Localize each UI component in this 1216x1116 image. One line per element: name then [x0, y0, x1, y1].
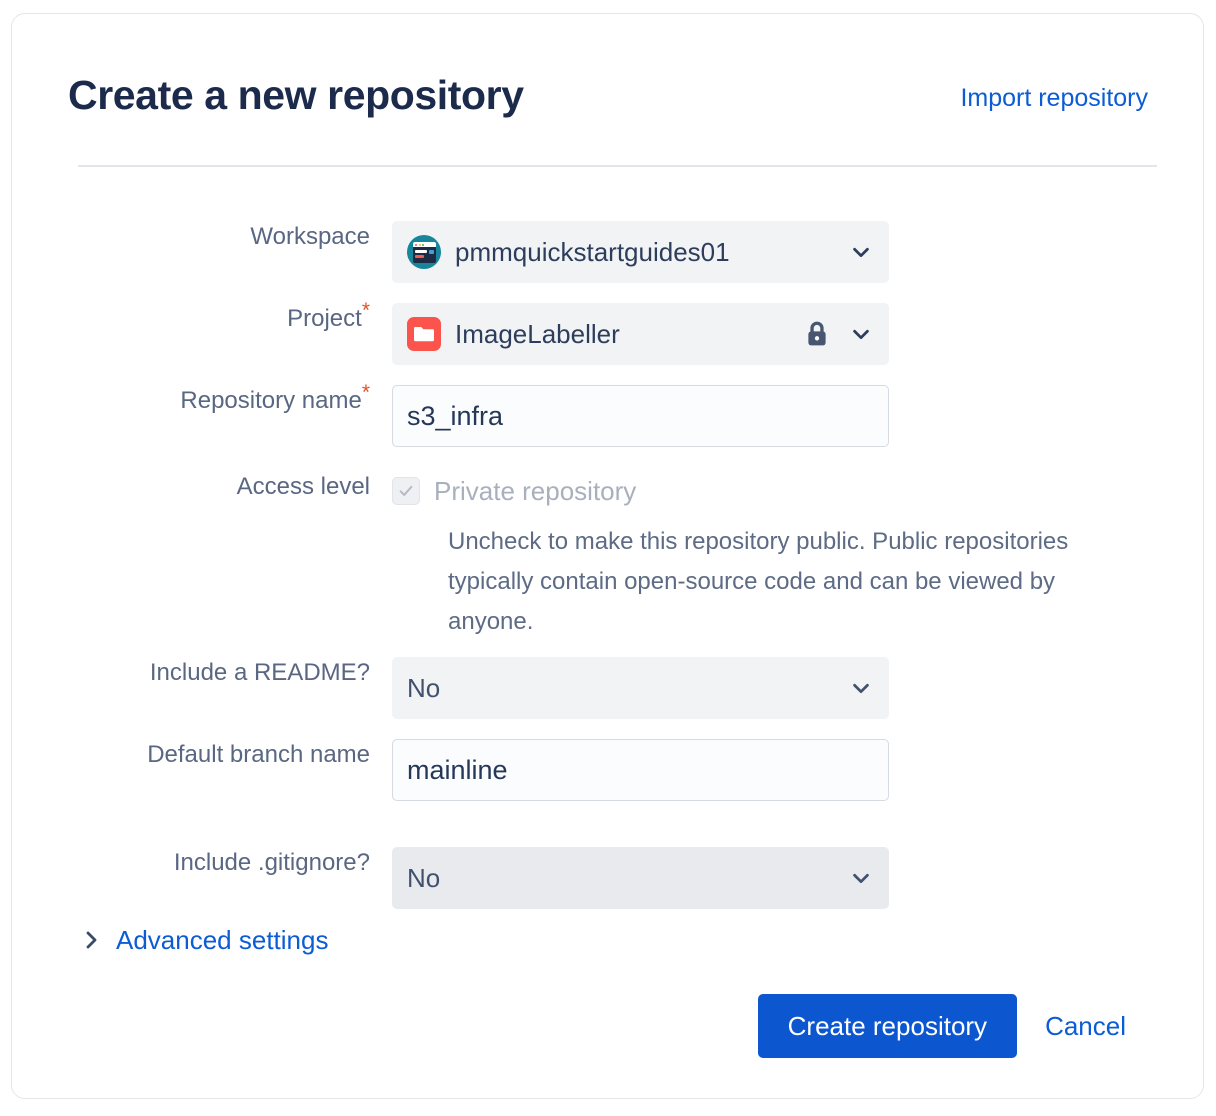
- create-repository-card: Create a new repository Import repositor…: [11, 13, 1204, 1099]
- advanced-settings-label: Advanced settings: [116, 925, 329, 955]
- default-branch-name-field[interactable]: [392, 739, 889, 801]
- chevron-down-icon: [853, 873, 869, 884]
- advanced-settings-toggle[interactable]: Advanced settings: [84, 922, 328, 958]
- workspace-select[interactable]: pmmquickstartguides01: [392, 221, 889, 283]
- form-row-include-gitignore: Include .gitignore? No: [68, 847, 1148, 909]
- default-branch-name-label: Default branch name: [147, 741, 370, 768]
- form-row-project: Project* ImageLabeller: [68, 300, 1148, 365]
- folder-icon: [407, 317, 441, 351]
- include-gitignore-value: No: [407, 863, 441, 893]
- form-row-repository-name: Repository name*: [68, 382, 1148, 447]
- workspace-control: pmmquickstartguides01: [392, 221, 889, 283]
- check-icon: [399, 485, 413, 496]
- chevron-down-icon: [853, 329, 869, 340]
- repository-name-required-mark: *: [361, 381, 370, 404]
- import-repository-link[interactable]: Import repository: [960, 84, 1148, 112]
- project-required-mark: *: [361, 299, 370, 322]
- default-branch-name-input[interactable]: [407, 753, 874, 787]
- include-readme-control: No: [392, 657, 889, 719]
- project-control: ImageLabeller: [392, 303, 889, 365]
- page-title: Create a new repository: [68, 72, 524, 118]
- workspace-avatar-icon: [407, 235, 441, 269]
- include-readme-label: Include a README?: [149, 659, 370, 686]
- cancel-button[interactable]: Cancel: [1039, 994, 1132, 1058]
- form-row-default-branch-name: Default branch name: [68, 739, 1148, 801]
- repository-name-label-text: Repository name: [180, 387, 362, 414]
- access-level-label: Access level: [236, 473, 370, 500]
- workspace-label: Workspace: [250, 223, 370, 250]
- repository-name-control: [392, 385, 889, 447]
- card-header: Create a new repository Import repositor…: [68, 68, 1148, 146]
- include-gitignore-select[interactable]: No: [392, 847, 889, 909]
- lock-icon: [808, 321, 826, 346]
- form-row-access-level: Access level Private repository: [68, 471, 1148, 511]
- chevron-down-icon: [853, 247, 869, 258]
- include-gitignore-label: Include .gitignore?: [173, 849, 370, 876]
- form-footer: Create repository Cancel: [757, 994, 1132, 1058]
- project-label-text: Project: [287, 305, 362, 332]
- project-value: ImageLabeller: [455, 319, 620, 349]
- project-label: Project*: [68, 300, 392, 335]
- include-gitignore-control: No: [392, 847, 889, 909]
- repository-name-field[interactable]: [392, 385, 889, 447]
- default-branch-name-control: [392, 739, 889, 801]
- include-readme-value: No: [407, 673, 441, 703]
- chevron-down-icon: [853, 683, 869, 694]
- private-repository-label: Private repository: [434, 476, 637, 506]
- repository-name-input[interactable]: [407, 399, 874, 433]
- access-level-help-text: Uncheck to make this repository public. …: [448, 528, 1069, 635]
- form-row-workspace: Workspace pmmquickstartguides01: [68, 221, 1148, 283]
- chevron-right-icon: [86, 931, 97, 949]
- include-readme-select[interactable]: No: [392, 657, 889, 719]
- private-repository-checkbox-row[interactable]: Private repository: [392, 471, 636, 511]
- header-divider: [78, 165, 1157, 167]
- form-row-include-readme: Include a README? No: [68, 657, 1148, 719]
- workspace-value: pmmquickstartguides01: [455, 237, 730, 267]
- access-level-control: Private repository: [392, 471, 636, 511]
- project-select[interactable]: ImageLabeller: [392, 303, 889, 365]
- create-repository-button[interactable]: Create repository: [757, 994, 1018, 1058]
- repository-name-label: Repository name*: [68, 382, 392, 417]
- private-repository-checkbox[interactable]: [392, 477, 420, 505]
